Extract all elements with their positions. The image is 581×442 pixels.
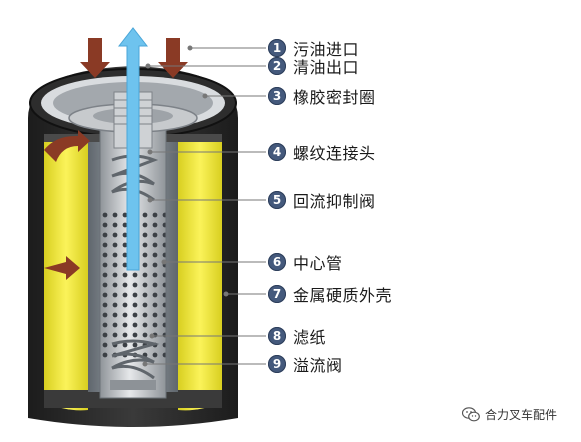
label-text: 溢流阀	[293, 356, 343, 375]
clean-oil-outlet-arrow	[117, 27, 149, 271]
number-badge: 6	[268, 253, 286, 271]
label-bypass-valve: 9 溢流阀	[268, 353, 343, 375]
label-filter-paper: 8 滤纸	[268, 325, 326, 347]
wechat-icon	[462, 407, 480, 422]
label-anti-drainback-valve: 5 回流抑制阀	[268, 189, 376, 211]
label-metal-housing: 7 金属硬质外壳	[268, 283, 392, 305]
number-badge: 1	[268, 39, 286, 57]
number-badge: 7	[268, 285, 286, 303]
dirty-oil-inlet-arrows	[44, 38, 188, 280]
watermark: 合力叉车配件	[462, 406, 557, 423]
label-dirty-oil-inlet: 1 污油进口	[268, 37, 359, 59]
number-badge: 9	[268, 355, 286, 373]
label-text: 中心管	[293, 254, 343, 273]
number-badge: 5	[268, 191, 286, 209]
label-rubber-gasket: 3 橡胶密封圈	[268, 85, 376, 107]
label-threaded-connector: 4 螺纹连接头	[268, 141, 376, 163]
label-center-tube: 6 中心管	[268, 251, 343, 273]
label-text: 螺纹连接头	[293, 144, 376, 163]
label-text: 清油出口	[293, 58, 360, 77]
watermark-text: 合力叉车配件	[485, 408, 558, 422]
label-text: 金属硬质外壳	[293, 286, 393, 305]
number-badge: 8	[268, 327, 286, 345]
number-badge: 4	[268, 143, 286, 161]
label-text: 橡胶密封圈	[293, 88, 376, 107]
number-badge: 3	[268, 87, 286, 105]
label-text: 滤纸	[293, 328, 327, 347]
label-text: 回流抑制阀	[293, 192, 376, 211]
label-clean-oil-outlet: 2 清油出口	[268, 55, 359, 77]
number-badge: 2	[268, 57, 286, 75]
leader-lines	[142, 45, 266, 367]
label-text: 污油进口	[293, 40, 360, 59]
bypass-valve	[110, 339, 160, 390]
